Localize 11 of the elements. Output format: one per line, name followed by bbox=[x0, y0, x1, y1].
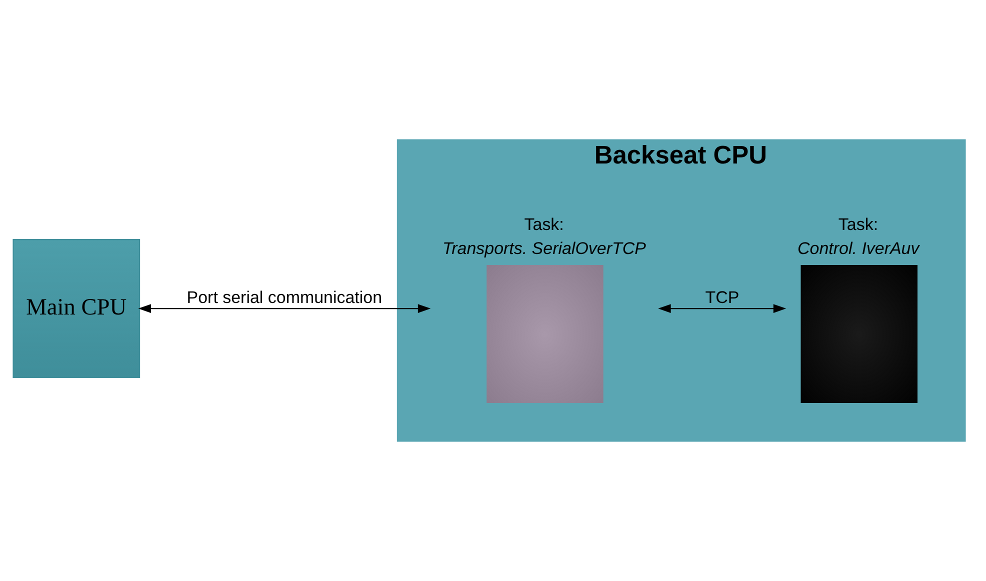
node-box: Main CPU bbox=[12, 239, 140, 378]
node-box bbox=[486, 265, 603, 403]
edge-label: Port serial communication bbox=[186, 288, 382, 308]
arrow bbox=[138, 304, 430, 313]
node-box bbox=[800, 265, 917, 403]
node-label: Task: bbox=[838, 214, 878, 234]
arrow bbox=[658, 304, 786, 313]
edge-label: TCP bbox=[704, 288, 739, 308]
node-label: Control. IverAuv bbox=[797, 239, 919, 258]
node-label: Transports. SerialOverTCP bbox=[442, 239, 646, 258]
node-label: Task: bbox=[524, 214, 564, 234]
